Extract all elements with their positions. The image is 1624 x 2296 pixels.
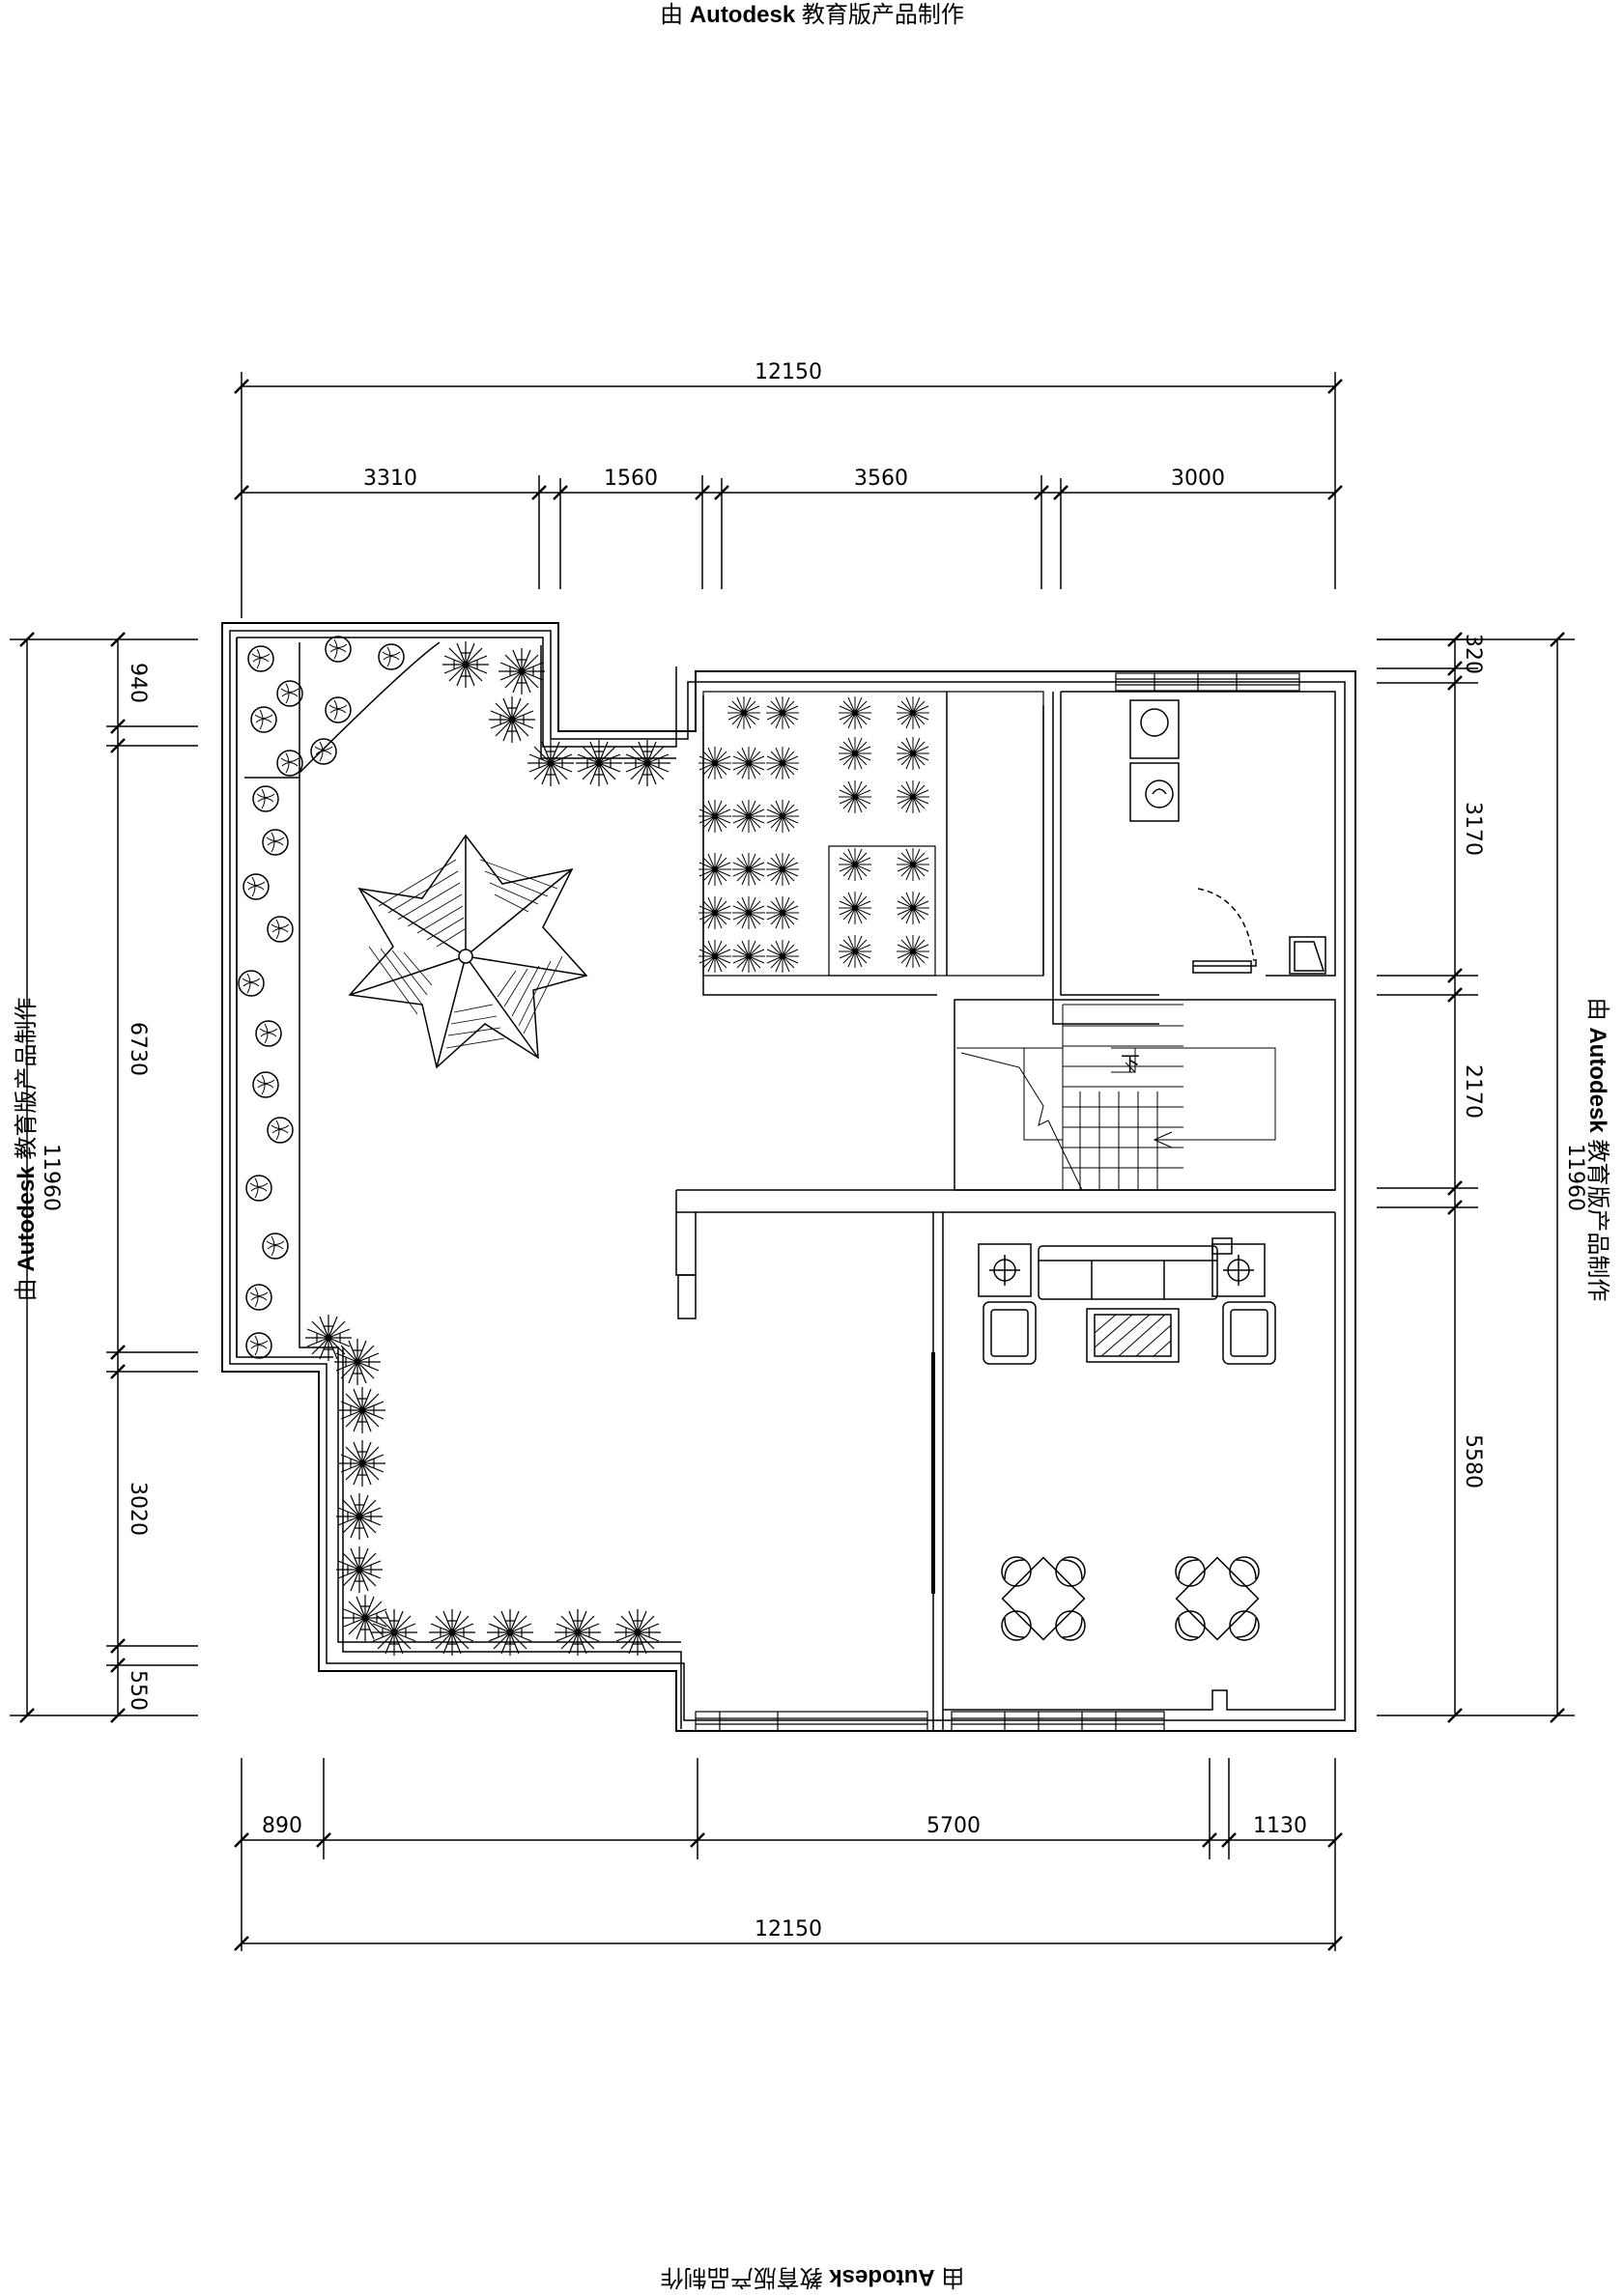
round-trees: [238, 636, 405, 1359]
umbrella: [348, 834, 588, 1069]
watermark-top: 由 Autodesk 教育版产品制作: [660, 4, 964, 27]
living-furniture: [978, 1237, 1276, 1641]
dim-top-seg-1: 3310: [363, 467, 417, 491]
dimension-lines: [10, 372, 1575, 1951]
dim-right-seg-3: 2170: [1461, 1064, 1485, 1119]
dim-top-seg-4: 3000: [1171, 467, 1225, 491]
dim-right-seg-2: 3170: [1461, 802, 1485, 856]
dim-bottom-total: 12150: [755, 1917, 822, 1942]
dim-left-total: 11960: [39, 1144, 63, 1211]
spiky-plants: [304, 640, 671, 1657]
dim-right-seg-1: 320: [1461, 634, 1485, 674]
watermark-brand: Autodesk: [689, 2, 796, 28]
dim-top-total: 12150: [755, 360, 822, 384]
dim-bottom-seg-3: 1130: [1253, 1814, 1307, 1838]
dim-right-seg-4: 5580: [1461, 1434, 1485, 1488]
garden-beds: [698, 695, 936, 977]
dim-left-seg-3: 3020: [126, 1482, 150, 1536]
dim-left-seg-2: 6730: [126, 1022, 150, 1076]
dim-top-seg-3: 3560: [854, 467, 908, 491]
dim-left-seg-1: 940: [126, 663, 150, 703]
watermark-prefix: 由: [660, 2, 684, 28]
dim-right-total: 11960: [1563, 1144, 1587, 1211]
bathroom-fixtures: [1129, 699, 1326, 975]
walls: [221, 622, 1356, 1732]
staircase: [956, 1004, 1276, 1191]
dim-top-seg-2: 1560: [604, 467, 658, 491]
dim-left-seg-4: 550: [126, 1670, 150, 1711]
stair-down-label: 下: [1121, 1052, 1140, 1075]
dim-bottom-seg-2: 5700: [926, 1814, 981, 1838]
dim-bottom-seg-1: 890: [262, 1814, 302, 1838]
watermark-suffix: 教育版产品制作: [801, 2, 964, 28]
